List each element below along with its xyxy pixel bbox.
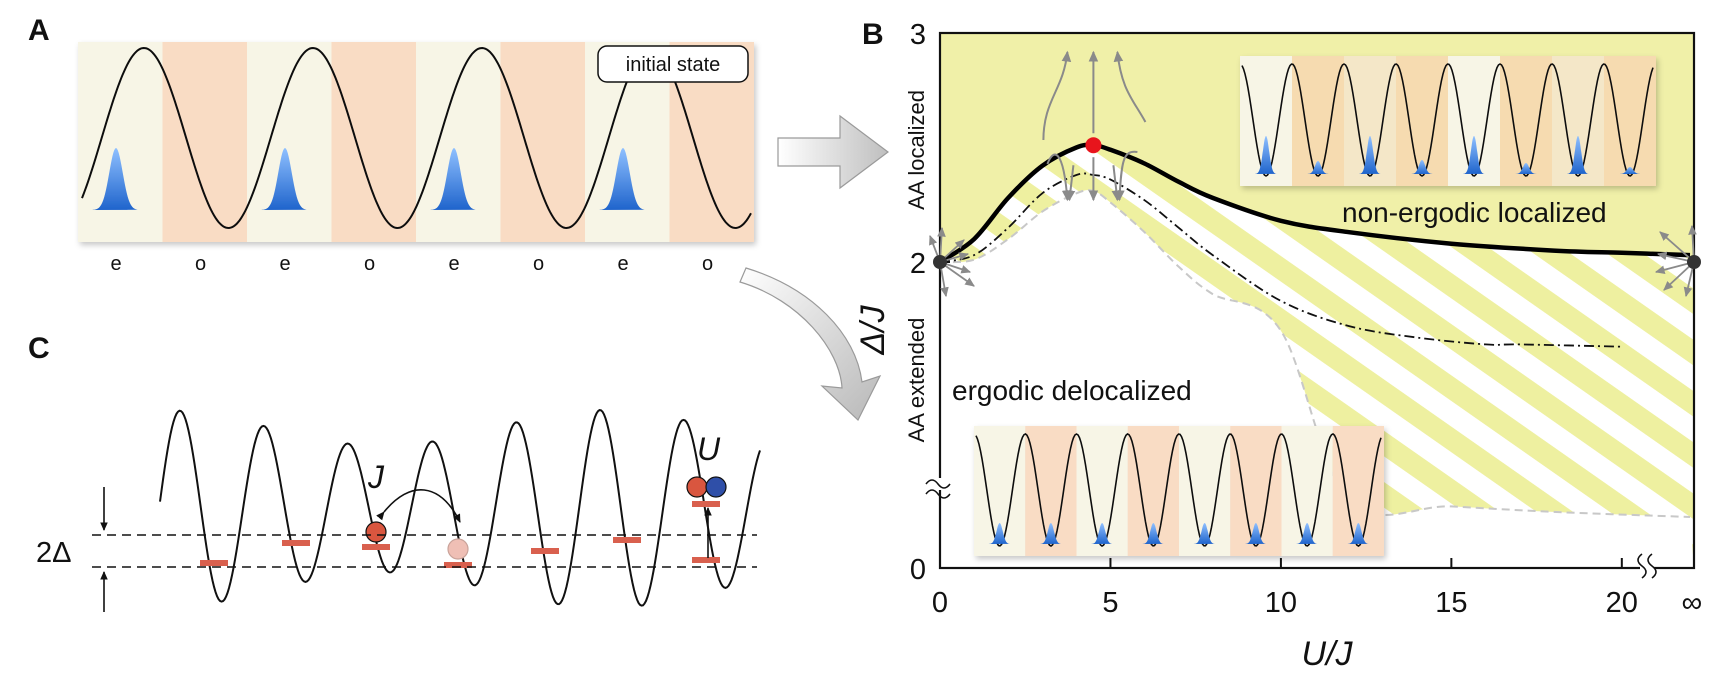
site-label: o bbox=[533, 253, 544, 275]
atom-wavepacket bbox=[1359, 136, 1381, 174]
site-label: e bbox=[110, 253, 121, 275]
site-label: e bbox=[448, 253, 459, 275]
atom-wavepacket bbox=[1515, 163, 1537, 174]
ergodic-delocalized-label: ergodic delocalized bbox=[952, 375, 1192, 406]
delocalized-inset bbox=[974, 426, 1384, 556]
atom bbox=[365, 521, 387, 543]
infinite-u-point bbox=[1687, 255, 1701, 269]
non-ergodic-localized-label: non-ergodic localized bbox=[1342, 197, 1607, 228]
hopping-arrow bbox=[376, 489, 461, 523]
aa-transition-point bbox=[933, 255, 947, 269]
x-tick-label: 5 bbox=[1102, 587, 1118, 619]
onsite-energy-level bbox=[444, 562, 472, 568]
onsite-energy-level bbox=[692, 557, 720, 563]
inset-potential bbox=[975, 433, 1382, 547]
phase-diagram: 0 5 10 15 20 ∞ 0 2 3U/J Δ/J AA localized AA extende… bbox=[854, 19, 1702, 673]
onsite-energy-level bbox=[613, 537, 641, 543]
hopping-symbol: J bbox=[367, 459, 385, 495]
atom-wavepacket bbox=[1142, 523, 1164, 544]
site-band bbox=[162, 42, 247, 242]
atom-wavepacket bbox=[1567, 136, 1589, 174]
atom-faded bbox=[447, 538, 469, 560]
site-band bbox=[1604, 56, 1656, 186]
site-label: e bbox=[617, 253, 628, 275]
atom-wavepacket bbox=[1193, 523, 1216, 544]
site-label: o bbox=[702, 253, 713, 275]
initial-state-badge: initial state bbox=[597, 45, 749, 83]
initial-state-label: initial state bbox=[626, 54, 721, 76]
onsite-energy-level bbox=[362, 544, 390, 550]
panel-c-quasiperiodic-lattice bbox=[159, 409, 761, 607]
crossover-region bbox=[940, 144, 1694, 568]
aa-extended-label: AA extended bbox=[904, 318, 929, 443]
x-tick-label: ∞ bbox=[1682, 587, 1703, 619]
atom-wavepacket bbox=[988, 523, 1011, 544]
panel-c-letter: C bbox=[28, 332, 50, 365]
atom-wavepacket bbox=[1091, 523, 1113, 544]
x-tick-label: 20 bbox=[1606, 587, 1638, 619]
site-label: e bbox=[279, 253, 290, 275]
delocalization-boundary bbox=[940, 189, 1691, 518]
atom-wavepacket bbox=[1255, 136, 1277, 174]
atom-wavepacket bbox=[1296, 523, 1318, 544]
arrow-to-localized bbox=[777, 114, 889, 190]
x-tick-label: 15 bbox=[1435, 587, 1467, 619]
axis-breaks bbox=[925, 478, 1657, 579]
onsite-energy-level bbox=[531, 548, 559, 554]
localized-inset bbox=[1240, 56, 1656, 186]
site-band bbox=[247, 42, 332, 242]
onsite-energy-level bbox=[282, 540, 310, 546]
atom-wavepacket bbox=[1411, 160, 1433, 174]
site-band bbox=[331, 42, 416, 242]
crossover-curve bbox=[940, 172, 1622, 348]
atom-wavepacket bbox=[1619, 167, 1641, 174]
site-label: o bbox=[364, 253, 375, 275]
site-band bbox=[500, 42, 585, 242]
x-tick-label: 10 bbox=[1265, 587, 1297, 619]
atom-wavepacket bbox=[430, 148, 477, 210]
x-axis-title: U/J bbox=[1302, 635, 1354, 673]
offset-label: 2Δ bbox=[36, 537, 72, 569]
arrow-to-delocalized bbox=[739, 267, 882, 421]
interaction-symbol: U bbox=[697, 431, 721, 467]
site-band bbox=[416, 42, 501, 242]
atom-wavepacket bbox=[261, 148, 308, 210]
site-label: o bbox=[195, 253, 206, 275]
y-tick-label: 2 bbox=[910, 248, 926, 280]
atom bbox=[686, 476, 708, 498]
panel-a-letter: A bbox=[28, 14, 50, 47]
y-tick-label: 3 bbox=[910, 19, 926, 51]
x-tick-label: 0 bbox=[932, 587, 948, 619]
y-axis-title: Δ/J bbox=[854, 304, 892, 355]
localization-boundary bbox=[940, 142, 1691, 264]
atom-wavepacket bbox=[1347, 523, 1369, 544]
atom-wavepacket bbox=[599, 148, 646, 210]
inset-potential bbox=[1241, 63, 1654, 177]
atom-wavepacket bbox=[1463, 136, 1485, 174]
plot-frame bbox=[938, 31, 1696, 570]
panel-a-lattice bbox=[78, 42, 754, 242]
atom-wavepacket bbox=[1307, 161, 1329, 174]
aa-localized-label: AA localized bbox=[904, 90, 929, 210]
y-tick-label: 0 bbox=[910, 554, 926, 586]
atom-wavepacket bbox=[1039, 523, 1062, 544]
atom-wavepacket bbox=[1244, 523, 1267, 544]
onsite-energy-level bbox=[692, 501, 720, 507]
quasiperiodic-potential bbox=[159, 409, 761, 607]
site-band bbox=[78, 42, 163, 242]
panel-b-letter: B bbox=[862, 18, 884, 51]
onsite-energy-level bbox=[200, 560, 228, 566]
critical-point bbox=[1085, 137, 1102, 154]
atom-blue bbox=[705, 476, 727, 498]
atom-wavepacket bbox=[92, 148, 139, 210]
